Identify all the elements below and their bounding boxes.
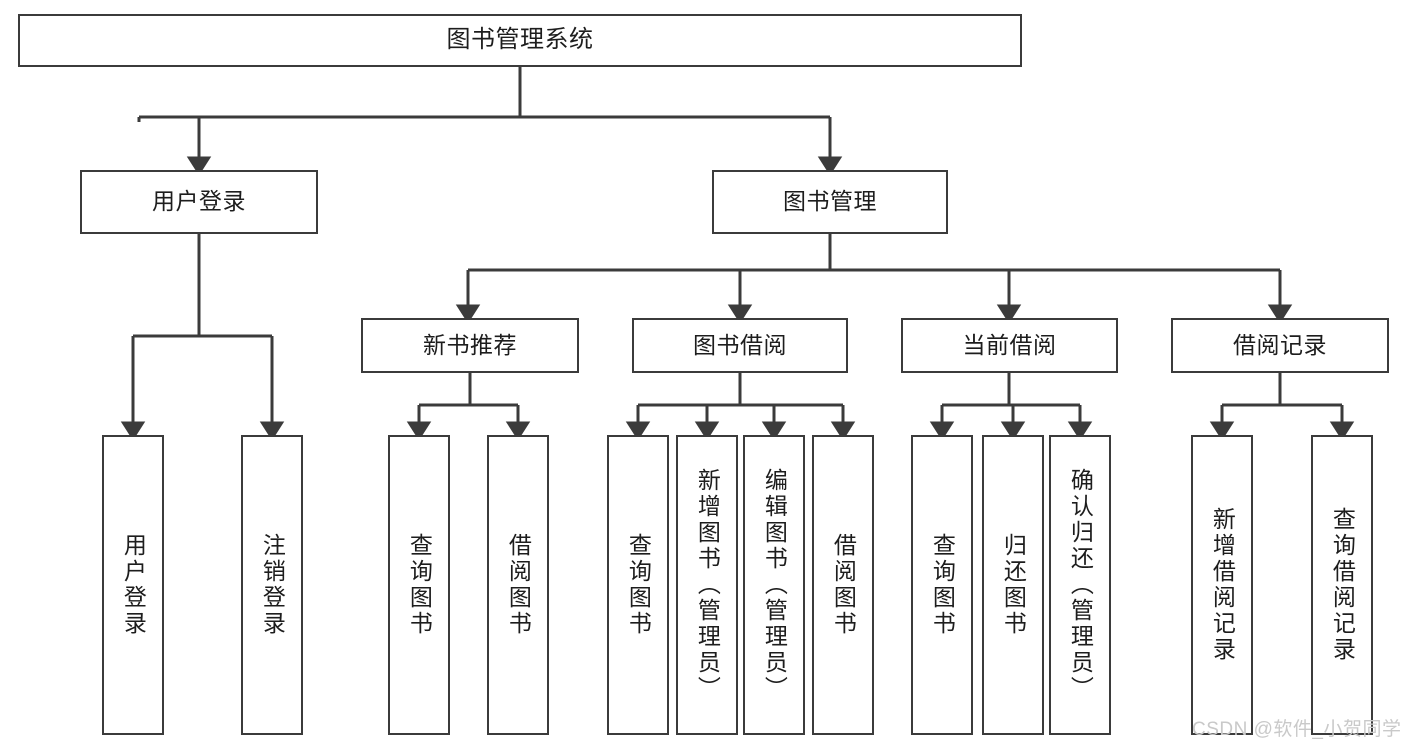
leaf-current-confirm-return-admin[interactable]: 确认归还（管理员） — [1049, 435, 1111, 735]
leaf-borrow-query-books[interactable]: 查询图书 — [607, 435, 669, 735]
leaf-record-query-borrow-record[interactable]: 查询借阅记录 — [1311, 435, 1373, 735]
leaf-user-login[interactable]: 用户登录 — [102, 435, 164, 735]
leaf-record-add-borrow-record[interactable]: 新增借阅记录 — [1191, 435, 1253, 735]
leaf-current-return-books[interactable]: 归还图书 — [982, 435, 1044, 735]
node-book-borrowing[interactable]: 图书借阅 — [632, 318, 848, 373]
leaf-newbook-borrow-books[interactable]: 借阅图书 — [487, 435, 549, 735]
node-borrowing-records[interactable]: 借阅记录 — [1171, 318, 1389, 373]
node-current-borrowing[interactable]: 当前借阅 — [901, 318, 1118, 373]
node-new-book-recommendation[interactable]: 新书推荐 — [361, 318, 579, 373]
leaf-newbook-query-books[interactable]: 查询图书 — [388, 435, 450, 735]
leaf-borrow-add-book-admin[interactable]: 新增图书（管理员） — [676, 435, 738, 735]
leaf-borrow-borrow-books[interactable]: 借阅图书 — [812, 435, 874, 735]
leaf-user-logout[interactable]: 注销登录 — [241, 435, 303, 735]
node-book-management-module[interactable]: 图书管理 — [712, 170, 948, 234]
node-user-login-module[interactable]: 用户登录 — [80, 170, 318, 234]
leaf-borrow-edit-book-admin[interactable]: 编辑图书（管理员） — [743, 435, 805, 735]
node-root-system[interactable]: 图书管理系统 — [18, 14, 1022, 67]
leaf-current-query-books[interactable]: 查询图书 — [911, 435, 973, 735]
